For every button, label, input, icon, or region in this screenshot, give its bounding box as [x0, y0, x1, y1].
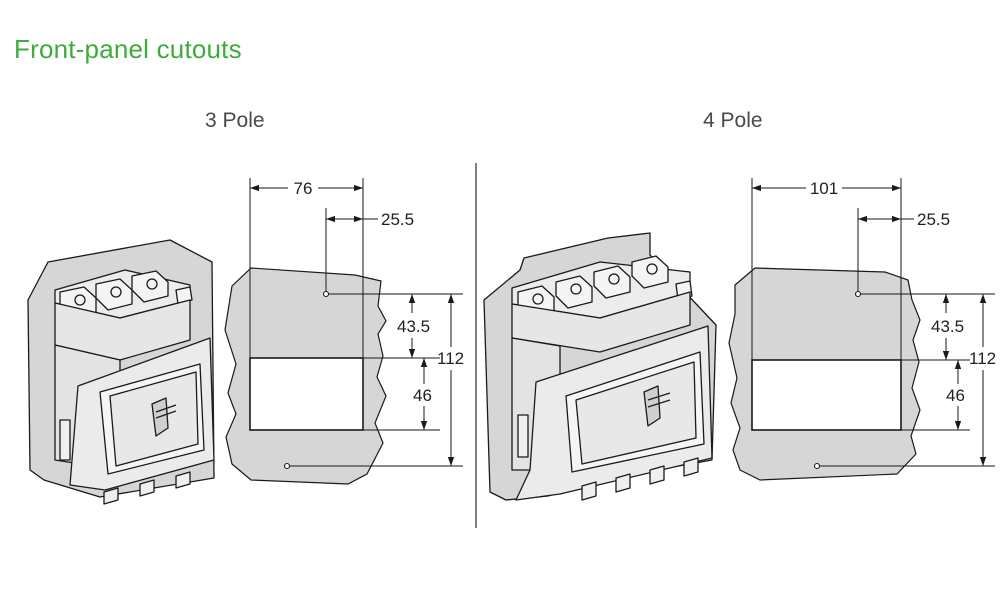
dim-hole-offset-4-pole: 25.5: [917, 210, 950, 229]
cutout-rect-4-pole: [751, 359, 902, 431]
dim-width-4-pole: 101: [810, 179, 838, 198]
cutout-rect-3-pole: [249, 357, 364, 431]
pole-4-title: 4 Pole: [703, 109, 763, 132]
dim-top-to-cutout-3-pole: 43.5: [397, 317, 430, 336]
mount-hole-top: [322, 290, 330, 298]
dim-total-height-4-pole: 112: [969, 349, 996, 368]
mount-hole-bottom: [813, 462, 821, 470]
pole-3-title: 3 Pole: [205, 109, 265, 132]
dim-cutout-height-4-pole: 46: [946, 386, 965, 405]
mount-hole-bottom: [283, 462, 291, 470]
dim-width-3-pole: 76: [294, 179, 313, 198]
breaker-3-pole-illustration: [27, 239, 215, 505]
dim-hole-offset-3-pole: 25.5: [381, 210, 414, 229]
cutout-panel-3-pole: 76 25.5 43.5 46 112: [224, 178, 464, 485]
dim-top-to-cutout-4-pole: 43.5: [931, 317, 964, 336]
cutout-panel-4-pole: 101 25.5 43.5 46 112: [728, 178, 996, 481]
dim-cutout-height-3-pole: 46: [413, 386, 432, 405]
page-title: Front-panel cutouts: [14, 34, 242, 64]
mount-hole-top: [854, 290, 862, 298]
breaker-4-pole-illustration: [483, 232, 717, 501]
dim-total-height-3-pole: 112: [437, 349, 464, 368]
